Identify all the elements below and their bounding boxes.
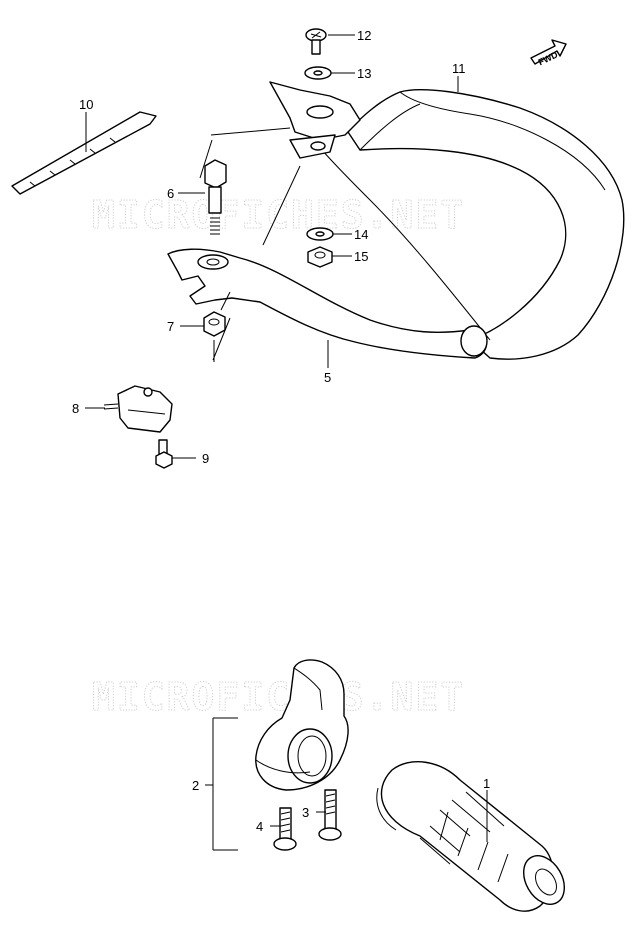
callout-9: 9 xyxy=(202,451,209,466)
pivot-bolt-part xyxy=(204,159,227,235)
callout-6: 6 xyxy=(167,186,174,201)
assembly-guide-lines xyxy=(199,127,301,362)
nut-15-part xyxy=(307,246,333,268)
lever-holder-part xyxy=(255,659,349,791)
callout-5: 5 xyxy=(324,370,331,385)
washer-13-part xyxy=(304,66,332,80)
watermark-top: MICROFICHES.NET xyxy=(92,193,465,237)
callout-labels: 12 13 14 15 11 10 6 7 5 8 9 2 4 3 1 xyxy=(72,28,490,834)
nut-7-part xyxy=(203,311,226,337)
clutch-lever-part xyxy=(167,248,488,359)
callout-13: 13 xyxy=(357,66,371,81)
callout-7: 7 xyxy=(167,319,174,334)
callout-4: 4 xyxy=(256,819,263,834)
callout-1: 1 xyxy=(483,776,490,791)
handlebar-grip-part xyxy=(376,761,565,912)
callout-2: 2 xyxy=(192,778,199,793)
callout-12: 12 xyxy=(357,28,371,43)
callout-10: 10 xyxy=(79,97,93,112)
callout-8: 8 xyxy=(72,401,79,416)
callout-11: 11 xyxy=(452,61,466,76)
cable-tie-part xyxy=(11,111,157,195)
fwd-arrow-icon: FWD xyxy=(530,39,567,67)
screw-12-part xyxy=(305,28,327,55)
guard-bracket-part xyxy=(269,81,361,159)
bolt-4-part xyxy=(273,807,297,851)
callout-leaders xyxy=(85,34,488,842)
callout-15: 15 xyxy=(354,249,368,264)
bolt-3-part xyxy=(318,789,342,841)
assembly-bracket xyxy=(212,717,238,851)
watermark-bottom: MICROFICHES.NET xyxy=(92,675,465,719)
washer-14-part xyxy=(306,227,334,241)
callout-14: 14 xyxy=(354,227,368,242)
callout-3: 3 xyxy=(302,805,309,820)
screw-9-part xyxy=(155,439,173,469)
lever-switch-part xyxy=(103,385,173,433)
